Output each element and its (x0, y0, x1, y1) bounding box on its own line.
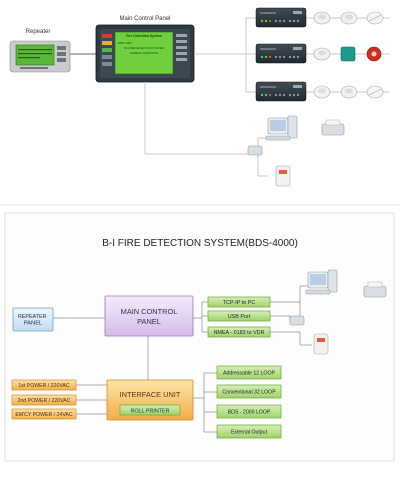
power-input-3-box (11, 408, 77, 420)
power-input-2-box (11, 394, 77, 406)
loop-2-box (216, 384, 282, 399)
detectors-row-2 (313, 46, 382, 62)
screen-line-1: BDS-4000 (118, 41, 132, 45)
detectors-row-3 (313, 85, 384, 99)
interface-device-2 (255, 43, 307, 64)
power-input-1-label: 1st POWER / 220VAC (18, 383, 69, 389)
diagram-title: B-I FIRE DETECTION SYSTEM(BDS-4000) (102, 238, 298, 249)
output-2-label: USB Port (228, 314, 251, 320)
main-control-panel-line-1: MAIN CONTROL (121, 307, 178, 316)
vdr-unit-diagram (313, 333, 329, 355)
power-input-3-label: EM'CY POWER / 24VAC (15, 412, 73, 418)
main-control-panel-box (104, 295, 194, 337)
roll-printer-text: ROLL PRINTER (130, 409, 169, 415)
interface-device-3 (255, 81, 307, 102)
output-3-label: NMEA - 0183 to VDR (214, 330, 265, 336)
repeater-panel-label-line-1: REPEATER (18, 314, 47, 320)
output-1-box (207, 296, 271, 308)
power-input-1-box (11, 379, 77, 391)
pc-workstation-top (265, 115, 298, 141)
loop-3-box (216, 404, 282, 419)
loop-2-label: Conventional 32 LOOP (222, 389, 276, 395)
interface-device-1 (255, 7, 307, 28)
loop-4-box (216, 424, 282, 439)
repeater-label: Repeater (26, 29, 51, 35)
printer-diagram (363, 281, 387, 298)
main-control-panel-device (95, 24, 195, 83)
loop-boxes: Addressable 12 LOOP Conventional 32 LOOP B… (216, 365, 282, 439)
printer-top (321, 119, 345, 136)
loop-1-label: Addressable 12 LOOP (223, 370, 275, 376)
screen-line-2: B-I FIRE DETECTION SYSTEM (124, 46, 165, 50)
loop-3-label: BDS - 2000 LOOP (228, 409, 271, 415)
repeater-panel-label-line-2: PANEL (24, 321, 43, 327)
detectors-row-1 (313, 11, 384, 25)
power-input-2-label: 2nd POWER / 220VAC (18, 398, 71, 404)
repeater-device (9, 40, 71, 73)
vdr-unit-top (275, 165, 291, 187)
repeater-panel-box (12, 307, 54, 332)
repeater-panel-text: REPEATER PANEL (18, 314, 48, 327)
screen-title: Fire Detection System (126, 34, 162, 38)
interface-unit-text: INTERFACE UNIT (120, 390, 181, 399)
usb-device-diagram (289, 315, 305, 326)
loop-1-box (216, 365, 282, 380)
output-3-box (207, 326, 271, 338)
loop-4-label: External Output (231, 429, 268, 435)
main-control-panel-line-2: PANEL (137, 317, 161, 326)
output-2-box (207, 310, 271, 322)
pc-workstation-diagram (305, 269, 338, 295)
output-1-label: TCP-IP to PC (223, 300, 256, 306)
roll-printer-box (119, 404, 181, 416)
usb-device-top (247, 145, 263, 156)
screen-line-3: NORMAL CONDITION (130, 51, 158, 55)
power-input-boxes: 1st POWER / 220VAC 2nd POWER / 220VAC EM'C… (11, 379, 77, 420)
main-panel-label: Main Control Panel (119, 16, 170, 22)
